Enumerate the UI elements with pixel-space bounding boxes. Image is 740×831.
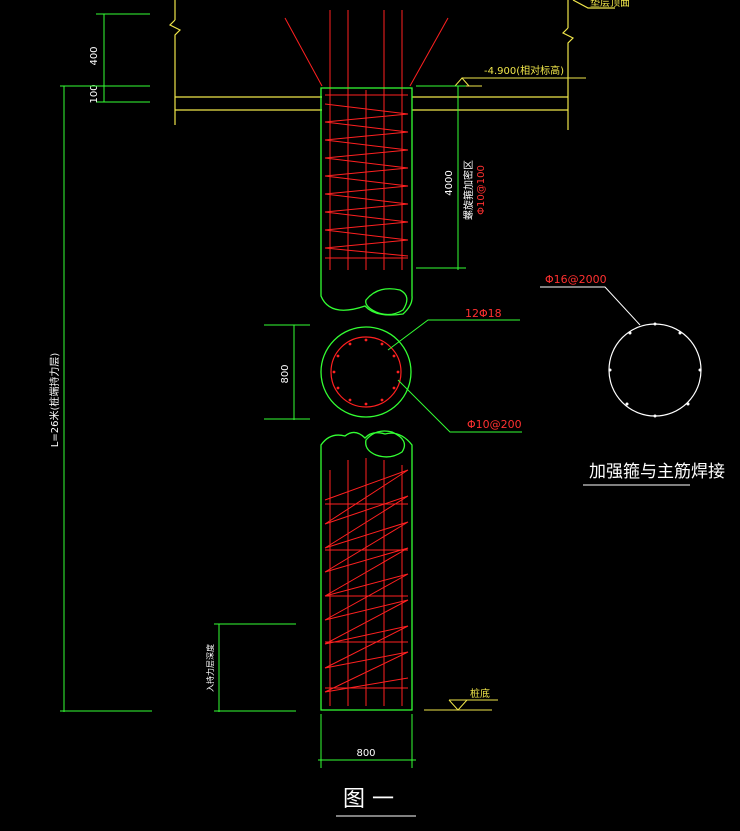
cross-section-dimension bbox=[264, 324, 310, 420]
stirrup-leader bbox=[397, 379, 522, 433]
bottom-dimension bbox=[318, 714, 416, 768]
stirrup-label: Φ10@200 bbox=[467, 418, 522, 431]
dim-800-side: 800 bbox=[280, 364, 291, 383]
dim-4000: 4000 bbox=[444, 170, 455, 195]
elevation-label: -4.900(相对标高) bbox=[484, 64, 564, 77]
corner-note: 垫层顶面 bbox=[590, 0, 630, 9]
bearing-layer-label: 入持力层深度 bbox=[205, 644, 215, 692]
dense-zone-label: 螺旋箍加密区 bbox=[462, 160, 475, 220]
lower-pile-segment bbox=[320, 430, 413, 711]
pile-bottom-label: 桩底 bbox=[470, 687, 490, 700]
dense-zone-dimension bbox=[416, 85, 466, 270]
figure-title: 图 一 bbox=[343, 787, 394, 812]
pile-length-dimension bbox=[60, 85, 152, 712]
main-bar-label: 12Φ18 bbox=[465, 307, 502, 320]
pile-cap-slab bbox=[168, 0, 615, 130]
anchor-bars bbox=[284, 10, 449, 90]
upper-pile-segment bbox=[320, 87, 413, 316]
left-top-dimensions bbox=[96, 13, 150, 103]
dim-400: 400 bbox=[89, 46, 100, 65]
pile-length-label: L=26米(桩端持力层) bbox=[48, 353, 61, 448]
elevation-marker bbox=[440, 77, 586, 87]
dense-zone-spec: Φ10@100 bbox=[476, 165, 487, 215]
pile-bottom-marker bbox=[424, 699, 498, 711]
dim-100: 100 bbox=[89, 84, 100, 103]
strengthen-ring-spec: Φ16@2000 bbox=[545, 273, 607, 286]
strengthen-ring-detail bbox=[540, 286, 702, 418]
strengthen-caption: 加强箍与主筋焊接 bbox=[589, 462, 725, 482]
main-bar-leader bbox=[387, 319, 520, 351]
pile-cross-section bbox=[320, 326, 412, 418]
bearing-layer-dimension bbox=[214, 623, 296, 712]
dim-800-bottom: 800 bbox=[356, 748, 375, 759]
